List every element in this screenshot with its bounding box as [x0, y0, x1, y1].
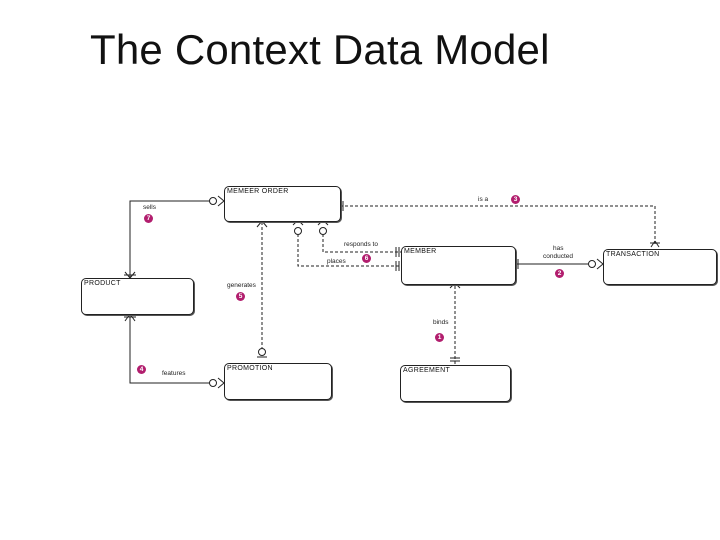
rel-line-responds-to: [322, 234, 402, 253]
entity-promotion: PROMOTION: [224, 363, 332, 400]
slide-title: The Context Data Model: [90, 26, 550, 73]
badge-features: 4: [137, 365, 146, 374]
badge-places: 6: [362, 254, 371, 263]
rel-label-generates: generates: [227, 282, 256, 289]
badge-binds: 1: [435, 333, 444, 342]
rel-line-places: [297, 234, 402, 267]
badge-has-conducted: 2: [555, 269, 564, 278]
rel-label-has: has: [553, 245, 564, 252]
rel-line-is-a: [340, 205, 656, 246]
entity-name: PROMOTION: [227, 365, 273, 372]
rel-label-places: places: [327, 258, 346, 265]
rel-label-conducted: conducted: [543, 253, 573, 260]
rel-label-features: features: [162, 370, 186, 377]
entity-name: MEMEER ORDER: [227, 188, 289, 195]
entity-agreement: AGREEMENT: [400, 365, 511, 402]
optional-circle-features: [209, 379, 217, 387]
entity-member-order: MEMEER ORDER: [224, 186, 341, 222]
entity-name: TRANSACTION: [606, 251, 660, 258]
entity-name: AGREEMENT: [403, 367, 451, 374]
entity-member: MEMBER: [401, 246, 516, 285]
entity-product: PRODUCT: [81, 278, 194, 315]
entity-transaction: TRANSACTION: [603, 249, 717, 285]
rel-label-sells: sells: [143, 204, 157, 211]
badge-generates: 5: [236, 292, 245, 301]
rel-label-binds: binds: [433, 319, 449, 326]
rel-line-features: [129, 313, 213, 384]
badge-sells: 7: [144, 214, 153, 223]
optional-circle-sells: [209, 197, 217, 205]
entity-name: PRODUCT: [84, 280, 121, 287]
rel-line-sells: [129, 200, 213, 278]
rel-label-is-a: is a: [478, 196, 489, 203]
rel-label-responds-to: responds to: [344, 241, 378, 248]
badge-is-a: 3: [511, 195, 520, 204]
entity-name: MEMBER: [404, 248, 437, 255]
